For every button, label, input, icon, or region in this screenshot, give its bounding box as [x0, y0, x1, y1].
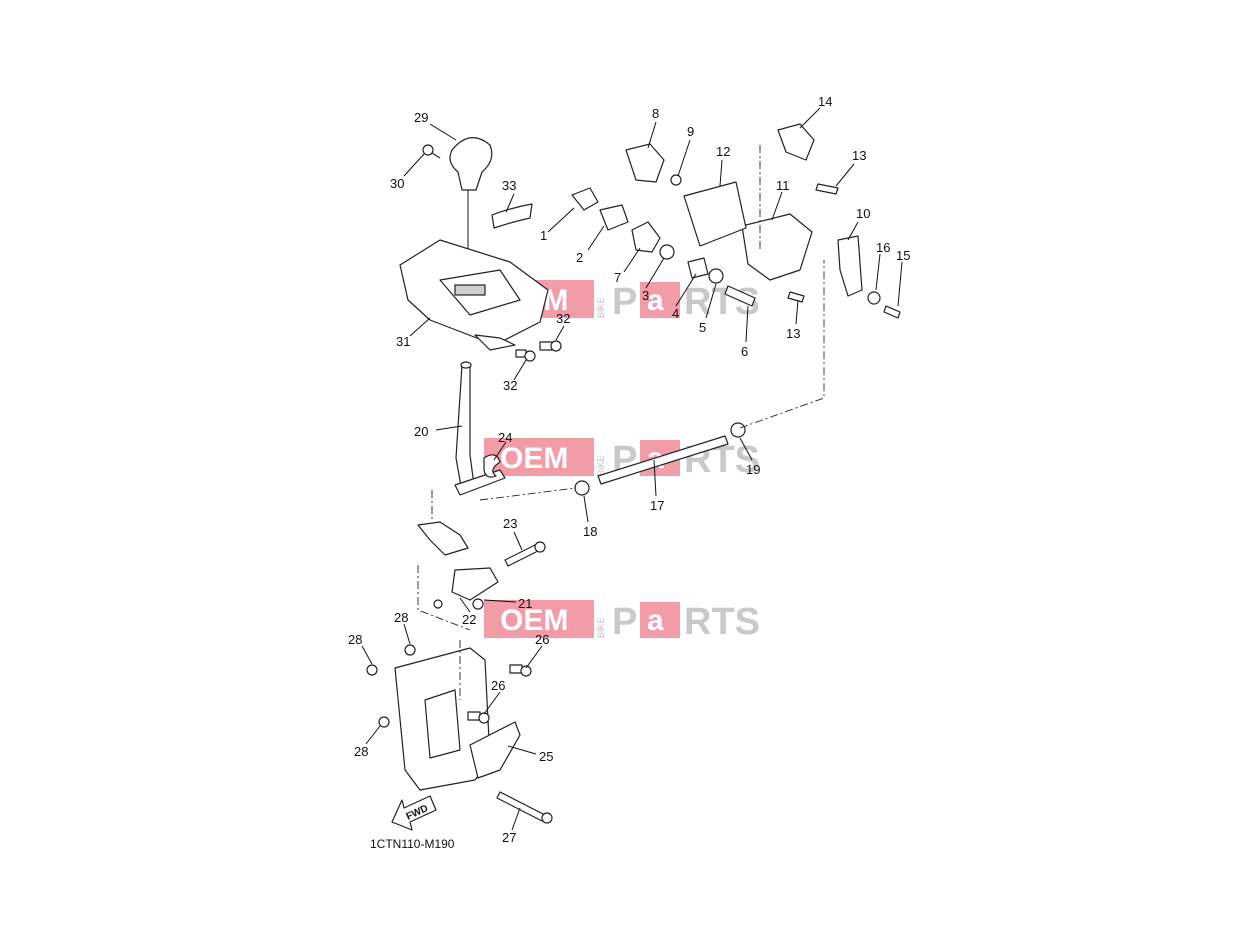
svg-text:P: P [612, 601, 637, 643]
svg-text:RTS: RTS [684, 601, 760, 643]
part-nut-19 [730, 422, 746, 438]
svg-text:BIKE: BIKE [596, 455, 606, 476]
callout-28c: 28 [354, 744, 368, 759]
leader-lines [361, 107, 903, 831]
callout-22: 22 [462, 612, 476, 627]
callouts: 1 2 3 4 5 6 7 8 9 10 11 12 13 13 14 15 1… [348, 94, 910, 845]
callout-33: 33 [502, 178, 516, 193]
part-linkage [417, 521, 499, 610]
callout-29: 29 [414, 110, 428, 125]
callout-7: 7 [614, 270, 621, 285]
callout-30: 30 [390, 176, 404, 191]
svg-text:a: a [647, 284, 664, 317]
svg-text:OEM: OEM [500, 604, 568, 637]
part-bolt-15 [883, 305, 901, 319]
part-clip-14 [777, 123, 815, 161]
part-bolt-32a [539, 340, 562, 352]
callout-28a: 28 [348, 632, 362, 647]
callout-24: 24 [498, 430, 512, 445]
part-washer-28c [378, 716, 390, 728]
part-pin-23 [504, 541, 546, 567]
callout-26b: 26 [491, 678, 505, 693]
part-gate-housing [399, 239, 549, 351]
callout-4: 4 [672, 306, 679, 321]
callout-21: 21 [518, 596, 532, 611]
part-switch-8 [625, 143, 665, 183]
callout-13a: 13 [852, 148, 866, 163]
part-washer-3 [659, 244, 675, 260]
callout-16: 16 [876, 240, 890, 255]
callout-6: 6 [741, 344, 748, 359]
part-lever-rod [454, 361, 506, 496]
part-bolt-13b [787, 291, 805, 303]
part-spring-4 [687, 257, 709, 279]
callout-32a: 32 [556, 311, 570, 326]
callout-14: 14 [818, 94, 832, 109]
callout-2: 2 [576, 250, 583, 265]
callout-28b: 28 [394, 610, 408, 625]
callout-23: 23 [503, 516, 517, 531]
part-gear-7 [631, 221, 661, 253]
part-washer-28a [366, 664, 378, 676]
part-bolt-32b [515, 349, 536, 362]
svg-text:OEM: OEM [500, 442, 568, 475]
part-washer-28b [404, 644, 416, 656]
part-spring-24 [483, 454, 501, 478]
callout-27: 27 [502, 830, 516, 845]
callout-11: 11 [776, 178, 790, 193]
part-bolt-13a [815, 183, 839, 195]
part-nut-18 [574, 480, 590, 496]
callout-9: 9 [687, 124, 694, 139]
part-bolt-6 [724, 285, 756, 307]
part-washer-5 [708, 268, 724, 284]
svg-text:a: a [647, 604, 664, 637]
callout-8: 8 [652, 106, 659, 121]
part-screw-30 [422, 144, 441, 159]
part-oring-9 [670, 174, 682, 186]
diagram-code: 1CTN110-M190 [370, 837, 455, 851]
construction-lines [417, 145, 825, 700]
callout-19: 19 [746, 462, 760, 477]
part-knob [449, 137, 493, 262]
part-bracket-25 [394, 647, 521, 791]
callout-32b: 32 [503, 378, 517, 393]
part-plate-10 [837, 235, 863, 297]
part-label-33 [491, 203, 533, 229]
svg-text:BIKE: BIKE [596, 297, 606, 318]
callout-10: 10 [856, 206, 870, 221]
callout-18: 18 [583, 524, 597, 539]
part-cam-1 [571, 187, 599, 211]
callout-25: 25 [539, 749, 553, 764]
part-bolt-26b [467, 711, 490, 724]
part-bushing-2 [599, 204, 629, 231]
callout-12: 12 [716, 144, 730, 159]
callout-17: 17 [650, 498, 664, 513]
callout-3: 3 [642, 288, 649, 303]
callout-5: 5 [699, 320, 706, 335]
part-bolt-26a [509, 664, 532, 677]
svg-text:P: P [612, 281, 637, 323]
callout-1: 1 [540, 228, 547, 243]
part-cover-11 [741, 213, 813, 281]
svg-text:BIKE: BIKE [596, 617, 606, 638]
callout-13b: 13 [786, 326, 800, 341]
callout-20: 20 [414, 424, 428, 439]
part-shaft-17 [597, 435, 729, 485]
part-gasket-12 [683, 181, 747, 247]
fwd-arrow-icon: FWD [391, 795, 437, 831]
part-bolt-27 [496, 791, 553, 824]
callout-26a: 26 [535, 632, 549, 647]
callout-31: 31 [396, 334, 410, 349]
callout-15: 15 [896, 248, 910, 263]
watermark-bottom: OEM BIKE P a RTS [484, 600, 760, 643]
part-washer-16 [867, 291, 881, 305]
